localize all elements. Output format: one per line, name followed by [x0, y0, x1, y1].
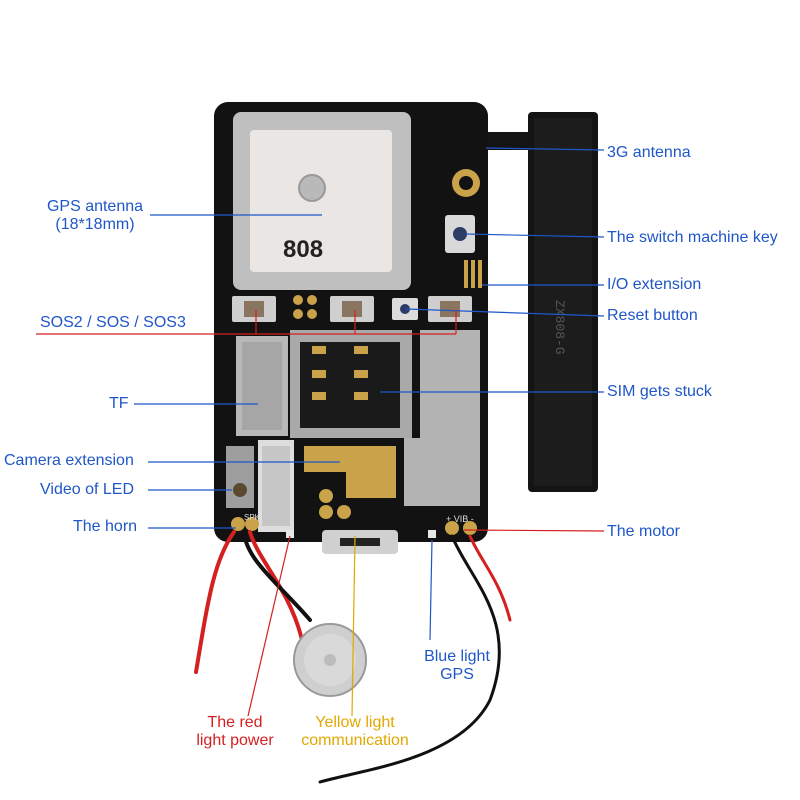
label-blue-light-line2: GPS [440, 666, 474, 683]
antenna-print: ZX808-G [552, 300, 567, 355]
label-red-light-line1: The red [207, 714, 263, 731]
label-red-light-line2: light power [196, 732, 274, 749]
label-gps-antenna-line1: GPS antenna [46, 198, 144, 215]
label-reset-button: Reset button [607, 307, 698, 324]
label-yellow-light: Yellow light communication [290, 714, 420, 750]
sos-buttons [232, 296, 472, 322]
label-sos-buttons: SOS2 / SOS / SOS3 [40, 314, 186, 331]
label-camera-extension: Camera extension [4, 452, 134, 469]
label-switch-key: The switch machine key [607, 229, 778, 246]
silk-spk: SPK [244, 513, 261, 522]
vibration-motor [293, 623, 367, 697]
gps-chip-label: 808 [283, 236, 323, 263]
label-yellow-light-line1: Yellow light [315, 714, 395, 731]
label-blue-light-line1: Blue light [424, 648, 490, 665]
label-video-led: Video of LED [40, 481, 134, 498]
label-io-extension: I/O extension [607, 276, 702, 293]
label-gps-antenna: GPS antenna (18*18mm) [40, 198, 150, 234]
pcb-board: 808 [214, 102, 488, 554]
silk-vib: + VIB - [446, 514, 474, 524]
label-red-light: The red light power [180, 714, 290, 750]
label-sim: SIM gets stuck [607, 383, 712, 400]
wires [194, 530, 512, 784]
label-yellow-light-line2: communication [301, 732, 409, 749]
io-extension-pads [464, 260, 482, 288]
label-tf: TF [109, 395, 129, 412]
label-motor: The motor [607, 523, 680, 540]
label-3g-antenna: 3G antenna [607, 144, 691, 161]
label-horn: The horn [73, 518, 138, 535]
camera-extension-pad [304, 446, 396, 472]
leader-lines [36, 147, 605, 717]
label-gps-antenna-line2: (18*18mm) [55, 216, 135, 233]
label-blue-light: Blue light GPS [412, 648, 502, 684]
